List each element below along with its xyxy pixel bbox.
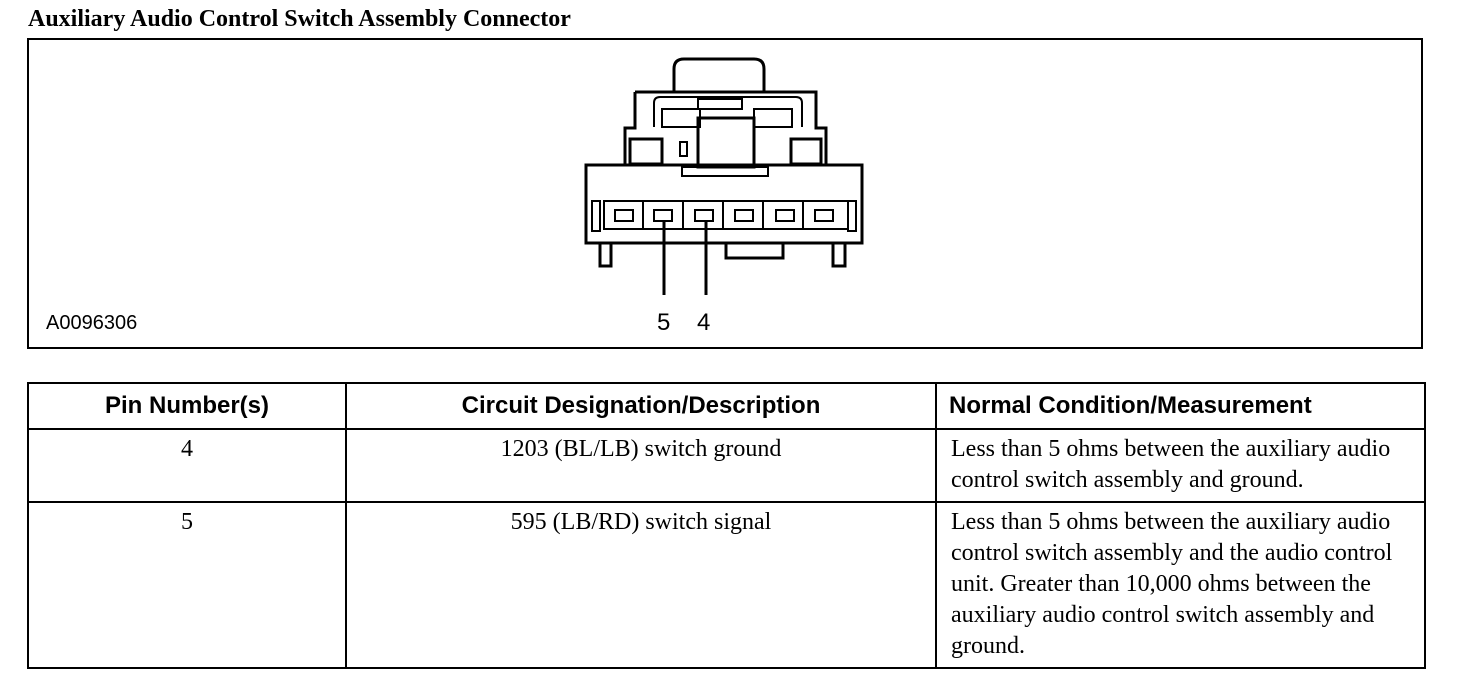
pin-number-cell: 5 xyxy=(27,501,347,669)
column-header-circuit: Circuit Designation/Description xyxy=(345,382,937,430)
connector-figure xyxy=(27,38,1423,349)
page-title: Auxiliary Audio Control Switch Assembly … xyxy=(28,6,571,32)
connector-diagram xyxy=(584,57,864,295)
table-row: 5 595 (LB/RD) switch signal Less than 5 … xyxy=(27,501,1426,669)
pin-callout-4: 4 xyxy=(697,309,711,336)
figure-id: A0096306 xyxy=(46,312,138,334)
pin-callout-5: 5 xyxy=(657,309,671,336)
circuit-cell: 1203 (BL/LB) switch ground xyxy=(345,428,937,503)
condition-cell: Less than 5 ohms between the auxiliary a… xyxy=(935,428,1426,503)
column-header-condition: Normal Condition/Measurement xyxy=(935,382,1426,430)
condition-cell: Less than 5 ohms between the auxiliary a… xyxy=(935,501,1426,669)
circuit-cell: 595 (LB/RD) switch signal xyxy=(345,501,937,669)
pin-number-cell: 4 xyxy=(27,428,347,503)
table-row: 4 1203 (BL/LB) switch ground Less than 5… xyxy=(27,428,1426,503)
table-header-row: Pin Number(s) Circuit Designation/Descri… xyxy=(27,382,1426,430)
pin-table: Pin Number(s) Circuit Designation/Descri… xyxy=(27,382,1426,669)
column-header-pin: Pin Number(s) xyxy=(27,382,347,430)
